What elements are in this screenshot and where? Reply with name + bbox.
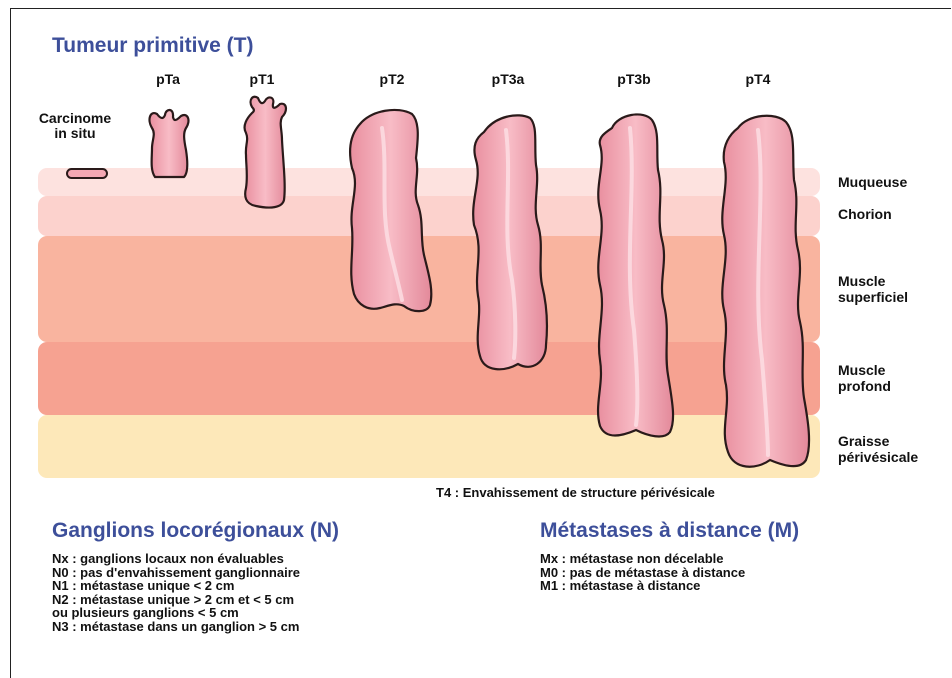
tumor-pt3a [473, 115, 547, 369]
layer-label-graisse-line1: Graisse [838, 433, 918, 449]
tumor-pt1 [245, 97, 286, 208]
t4-note: T4 : Envahissement de structure périvési… [436, 485, 715, 500]
legend-m: Mx : métastase non décelable M0 : pas de… [540, 552, 745, 593]
layer-label-muscle-profond-line1: Muscle [838, 362, 891, 378]
legend-n: Nx : ganglions locaux non évaluables N0 … [52, 552, 300, 633]
layer-label-muscle-profond-line2: profond [838, 378, 891, 394]
title-metastases: Métastases à distance (M) [540, 519, 799, 543]
label-carcinome-line2: in situ [30, 126, 120, 141]
tumor-pt2 [350, 110, 431, 311]
title-ganglions: Ganglions locorégionaux (N) [52, 519, 339, 543]
stage-label-pt3b: pT3b [594, 71, 674, 87]
legend-n-item: N1 : métastase unique < 2 cm [52, 579, 300, 593]
layer-label-graisse-line2: périvésicale [838, 449, 918, 465]
title-tumeur-primitive: Tumeur primitive (T) [52, 34, 253, 58]
label-carcinome-in-situ: Carcinome in situ [30, 111, 120, 141]
legend-n-item: N0 : pas d'envahissement ganglionnaire [52, 566, 300, 580]
legend-n-item: ou plusieurs ganglions < 5 cm [52, 606, 300, 620]
layer-label-graisse-perivesicale: Graisse périvésicale [838, 433, 918, 465]
layer-label-muqueuse: Muqueuse [838, 174, 907, 190]
legend-m-item: Mx : métastase non décelable [540, 552, 745, 566]
stage-label-pt4: pT4 [718, 71, 798, 87]
layer-label-muqueuse-text: Muqueuse [838, 174, 907, 190]
stage-label-pta: pTa [128, 71, 208, 87]
layer-muscle-profond [38, 342, 820, 415]
legend-m-item: M1 : métastase à distance [540, 579, 745, 593]
legend-n-item: N3 : métastase dans un ganglion > 5 cm [52, 620, 300, 634]
legend-n-item: Nx : ganglions locaux non évaluables [52, 552, 300, 566]
layer-label-chorion-text: Chorion [838, 206, 892, 222]
tumor-cis [67, 169, 107, 178]
layer-label-muscle-superficiel: Muscle superficiel [838, 273, 908, 305]
layer-label-chorion: Chorion [838, 206, 892, 222]
legend-n-item: N2 : métastase unique > 2 cm et < 5 cm [52, 593, 300, 607]
tumor-pta [150, 110, 189, 177]
label-carcinome-line1: Carcinome [30, 111, 120, 126]
layer-label-muscle-superficiel-line2: superficiel [838, 289, 908, 305]
legend-m-item: M0 : pas de métastase à distance [540, 566, 745, 580]
layer-graisse-perivesicale [38, 415, 820, 478]
layer-label-muscle-profond: Muscle profond [838, 362, 891, 394]
stage-label-pt2: pT2 [352, 71, 432, 87]
layer-label-muscle-superficiel-line1: Muscle [838, 273, 908, 289]
stage-label-pt3a: pT3a [468, 71, 548, 87]
layer-chorion [38, 196, 820, 236]
stage-label-pt1: pT1 [222, 71, 302, 87]
